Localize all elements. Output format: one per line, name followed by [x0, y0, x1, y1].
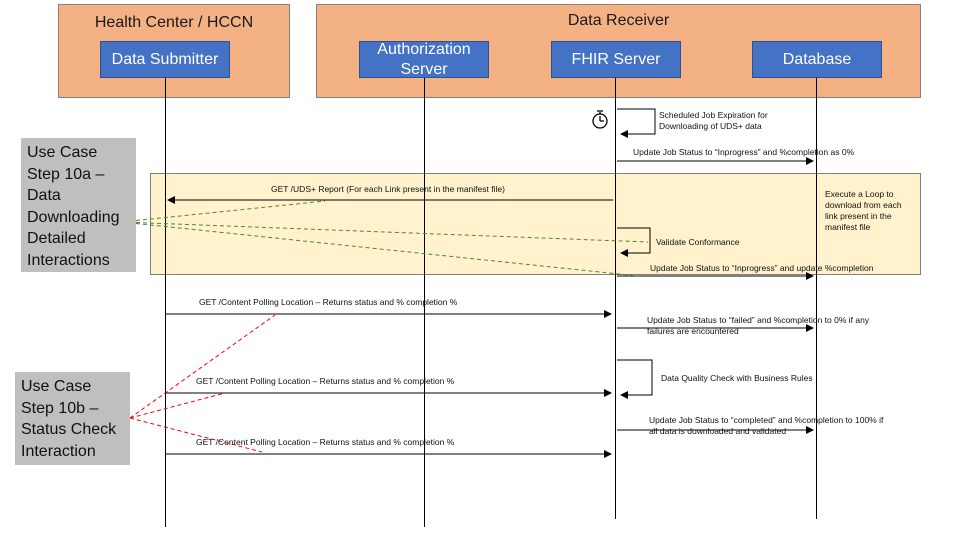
- label-get-uds-report: GET /UDS+ Report (For each Link present …: [271, 184, 505, 194]
- label-validate-conformance: Validate Conformance: [656, 237, 740, 247]
- health-center-group: Health Center / HCCN: [58, 4, 290, 98]
- label-get-content-polling-2: GET /Content Polling Location – Returns …: [196, 376, 455, 386]
- use-case-step-10a: Use Case Step 10a – Data Downloading Det…: [21, 138, 136, 272]
- actor-database: Database: [752, 41, 882, 78]
- label-data-quality-check: Data Quality Check with Business Rules: [661, 373, 813, 383]
- arrow-data-quality-check: [617, 359, 653, 399]
- connector-10b-polling-3: [129, 417, 263, 453]
- label-update-failed: Update Job Status to “failed” and %compl…: [647, 315, 870, 336]
- connector-10b-polling-1: [129, 314, 276, 419]
- actor-authorization-server: Authorization Server: [359, 41, 489, 78]
- label-execute-loop: Execute a Loop to download from each lin…: [825, 189, 902, 232]
- lifeline-fhir-server: [615, 78, 616, 519]
- arrow-validate-conformance: [617, 227, 651, 257]
- lifeline-database: [816, 78, 817, 519]
- actor-fhir-server: FHIR Server: [551, 41, 681, 78]
- health-center-title: Health Center / HCCN: [94, 14, 254, 31]
- connector-10a-validate: [121, 221, 649, 243]
- data-receiver-title: Data Receiver: [567, 12, 670, 29]
- label-update-inprogress-0: Update Job Status to “Inprogress” and %c…: [633, 147, 855, 157]
- label-update-inprogress-completion: Update Job Status to “Inprogress” and up…: [650, 263, 874, 273]
- lifeline-data-submitter: [165, 78, 166, 527]
- connector-10a-get-uds: [121, 200, 326, 223]
- download-loop-region: [150, 173, 921, 275]
- label-update-completed: Update Job Status to “completed” and %co…: [649, 415, 884, 436]
- connector-10a-update: [121, 221, 639, 277]
- connector-10b-polling-2: [129, 392, 226, 419]
- stopwatch-icon: [592, 110, 608, 129]
- use-case-step-10b: Use Case Step 10b – Status Check Interac…: [15, 372, 130, 465]
- label-get-content-polling-1: GET /Content Polling Location – Returns …: [199, 297, 458, 307]
- actor-data-submitter: Data Submitter: [100, 41, 230, 78]
- arrow-scheduled-job: [617, 108, 656, 138]
- lifeline-authorization-server: [424, 78, 425, 527]
- label-scheduled-job: Scheduled Job Expiration for Downloading…: [659, 110, 768, 131]
- label-get-content-polling-3: GET /Content Polling Location – Returns …: [196, 437, 455, 447]
